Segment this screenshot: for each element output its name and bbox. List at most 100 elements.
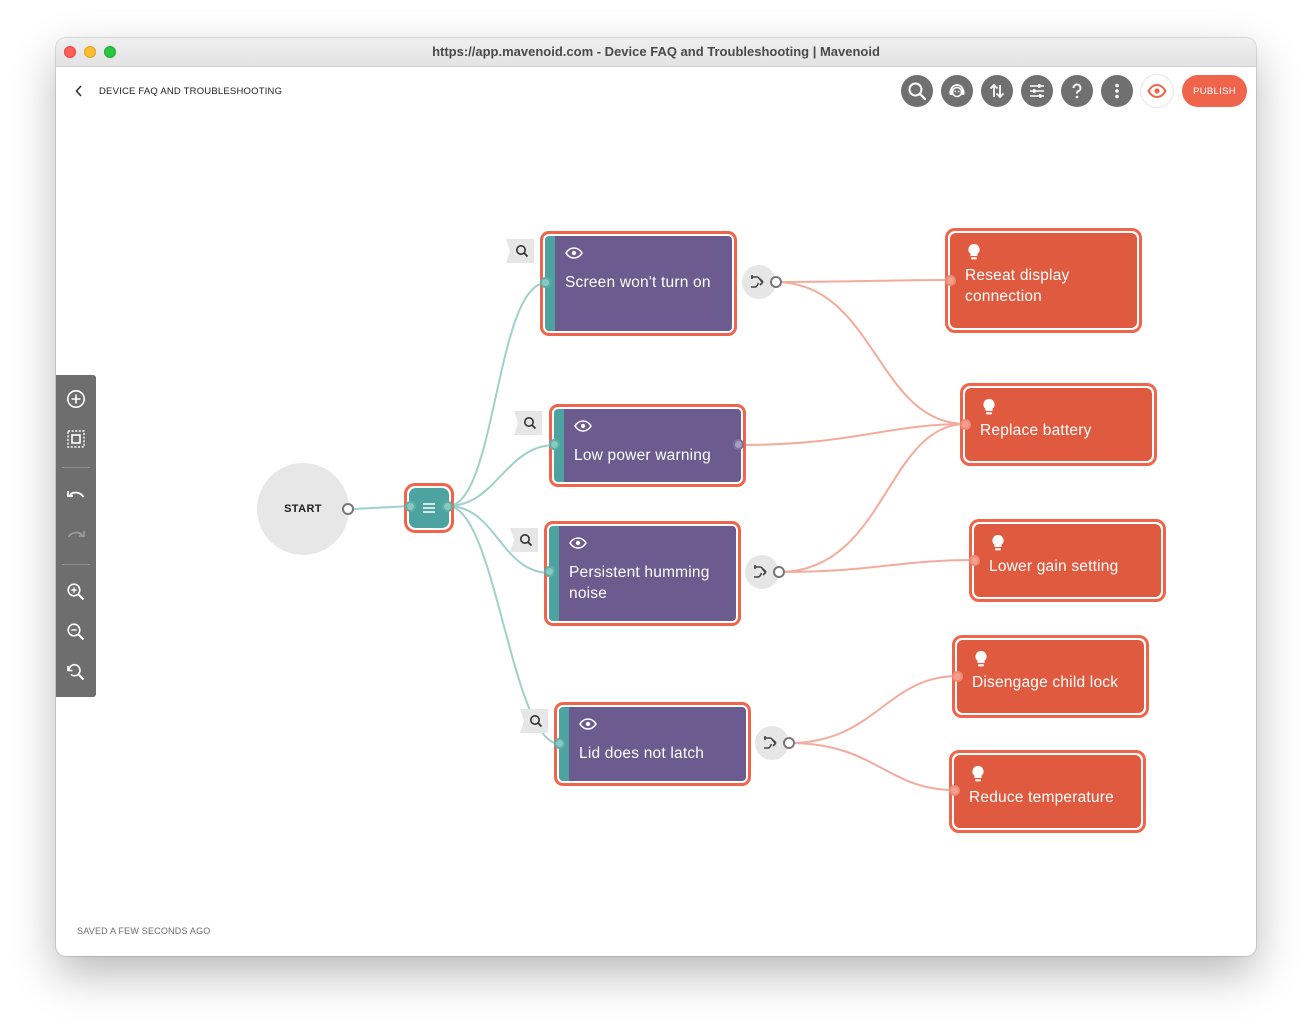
lightbulb-icon [972, 765, 984, 782]
select-area-icon [67, 430, 85, 448]
search-icon [520, 709, 548, 733]
solution-node-body: Disengage child lock [957, 640, 1144, 713]
solution-label: Replace battery [980, 422, 1092, 439]
start-output-port[interactable] [342, 503, 354, 515]
help-button[interactable] [1061, 75, 1093, 107]
back-button[interactable] [74, 84, 88, 100]
search-tag-q3[interactable] [508, 527, 540, 553]
question-node-humming[interactable]: Persistent humming noise [544, 521, 741, 626]
question-label: Persistent humming noise [569, 564, 710, 602]
sort-button[interactable] [981, 75, 1013, 107]
branch-icon [754, 565, 767, 578]
support-agent-button[interactable] [941, 75, 973, 107]
zoom-reset-button[interactable] [64, 660, 88, 684]
question-label: Low power warning [574, 447, 711, 464]
edge-q3-s2 [778, 423, 967, 573]
edge-q3-s3 [778, 559, 976, 573]
branch-output-port[interactable] [773, 566, 785, 578]
question-label: Lid does not latch [579, 745, 705, 762]
zoom-in-icon [67, 583, 85, 601]
question-input-port[interactable] [540, 277, 551, 288]
search-icon [506, 239, 534, 263]
canvas-tools-panel [56, 375, 96, 697]
edge-menu-q1 [447, 282, 547, 507]
search-button[interactable] [901, 75, 933, 107]
undo-button[interactable] [64, 484, 88, 508]
zoom-out-button[interactable] [64, 620, 88, 644]
maximize-window-button[interactable] [104, 46, 116, 58]
publish-button[interactable]: PUBLISH [1182, 75, 1247, 107]
settings-button[interactable] [1021, 75, 1053, 107]
solution-input-port[interactable] [949, 785, 960, 796]
search-icon [514, 411, 542, 435]
solution-node-battery[interactable]: Replace battery [960, 383, 1157, 466]
sliders-icon [1030, 84, 1044, 98]
search-icon [510, 528, 538, 552]
save-status: SAVED A FEW SECONDS AGO [77, 926, 211, 936]
question-node-screen[interactable]: Screen won't turn on [540, 231, 737, 336]
zoom-out-icon [67, 623, 85, 641]
eye-icon [569, 537, 587, 549]
solution-node-temperature[interactable]: Reduce temperature [949, 750, 1146, 833]
question-node-low-power[interactable]: Low power warning [549, 404, 746, 487]
edge-start-menu [353, 505, 412, 510]
solution-node-body: Replace battery [965, 388, 1152, 461]
redo-icon [67, 531, 85, 538]
solution-node-reseat[interactable]: Reseat display connection [945, 228, 1142, 333]
branch-icon [764, 736, 777, 749]
eye-icon [565, 247, 583, 259]
close-window-button[interactable] [64, 46, 76, 58]
question-output-port[interactable] [733, 439, 744, 450]
help-icon [1072, 83, 1082, 99]
solution-input-port[interactable] [969, 555, 980, 566]
solution-node-body: Reseat display connection [950, 233, 1137, 328]
menu-input-port[interactable] [405, 501, 416, 512]
question-node-body: Persistent humming noise [549, 526, 736, 621]
preview-button[interactable] [1141, 75, 1173, 107]
chevron-left-icon [75, 85, 82, 97]
edge-menu-q3 [447, 505, 551, 574]
edge-q4-s4 [788, 675, 959, 744]
solution-input-port[interactable] [945, 275, 956, 286]
zoom-in-button[interactable] [64, 580, 88, 604]
branch-output-port[interactable] [770, 276, 782, 288]
edge-q4-s5 [788, 742, 956, 791]
lightbulb-icon [968, 243, 980, 260]
toolbar-divider [62, 564, 90, 565]
more-options-button[interactable] [1101, 75, 1133, 107]
solution-node-body: Lower gain setting [974, 524, 1161, 597]
edge-q1-s2 [774, 281, 967, 425]
more-vertical-icon [1115, 83, 1119, 99]
menu-output-port[interactable] [442, 501, 453, 512]
eye-icon [579, 718, 597, 730]
solution-input-port[interactable] [952, 671, 963, 682]
solution-node-child-lock[interactable]: Disengage child lock [952, 635, 1149, 718]
solution-input-port[interactable] [960, 419, 971, 430]
browser-window: https://app.mavenoid.com - Device FAQ an… [56, 38, 1256, 956]
search-tag-q4[interactable] [518, 708, 550, 734]
branch-output-port[interactable] [783, 737, 795, 749]
question-input-port[interactable] [544, 566, 555, 577]
question-node-body: Low power warning [554, 409, 741, 482]
question-input-port[interactable] [554, 738, 565, 749]
select-area-button[interactable] [64, 427, 88, 451]
solution-label: Lower gain setting [989, 558, 1119, 575]
question-node-lid[interactable]: Lid does not latch [554, 702, 751, 786]
search-tag-q1[interactable] [504, 238, 536, 264]
solution-node-gain[interactable]: Lower gain setting [969, 519, 1166, 602]
support-agent-icon [949, 84, 965, 98]
lightbulb-icon [975, 650, 987, 667]
minimize-window-button[interactable] [84, 46, 96, 58]
question-node-body: Lid does not latch [559, 707, 746, 781]
redo-button[interactable] [64, 524, 88, 548]
add-node-icon [67, 390, 85, 408]
edge-q2-s2 [738, 423, 967, 446]
lightbulb-icon [992, 534, 1004, 551]
solution-label: Reduce temperature [969, 789, 1114, 806]
solution-node-body: Reduce temperature [954, 755, 1141, 828]
start-node[interactable]: START [257, 463, 349, 555]
eye-icon [1147, 84, 1167, 98]
search-tag-q2[interactable] [512, 410, 544, 436]
add-node-button[interactable] [64, 387, 88, 411]
question-input-port[interactable] [549, 439, 560, 450]
